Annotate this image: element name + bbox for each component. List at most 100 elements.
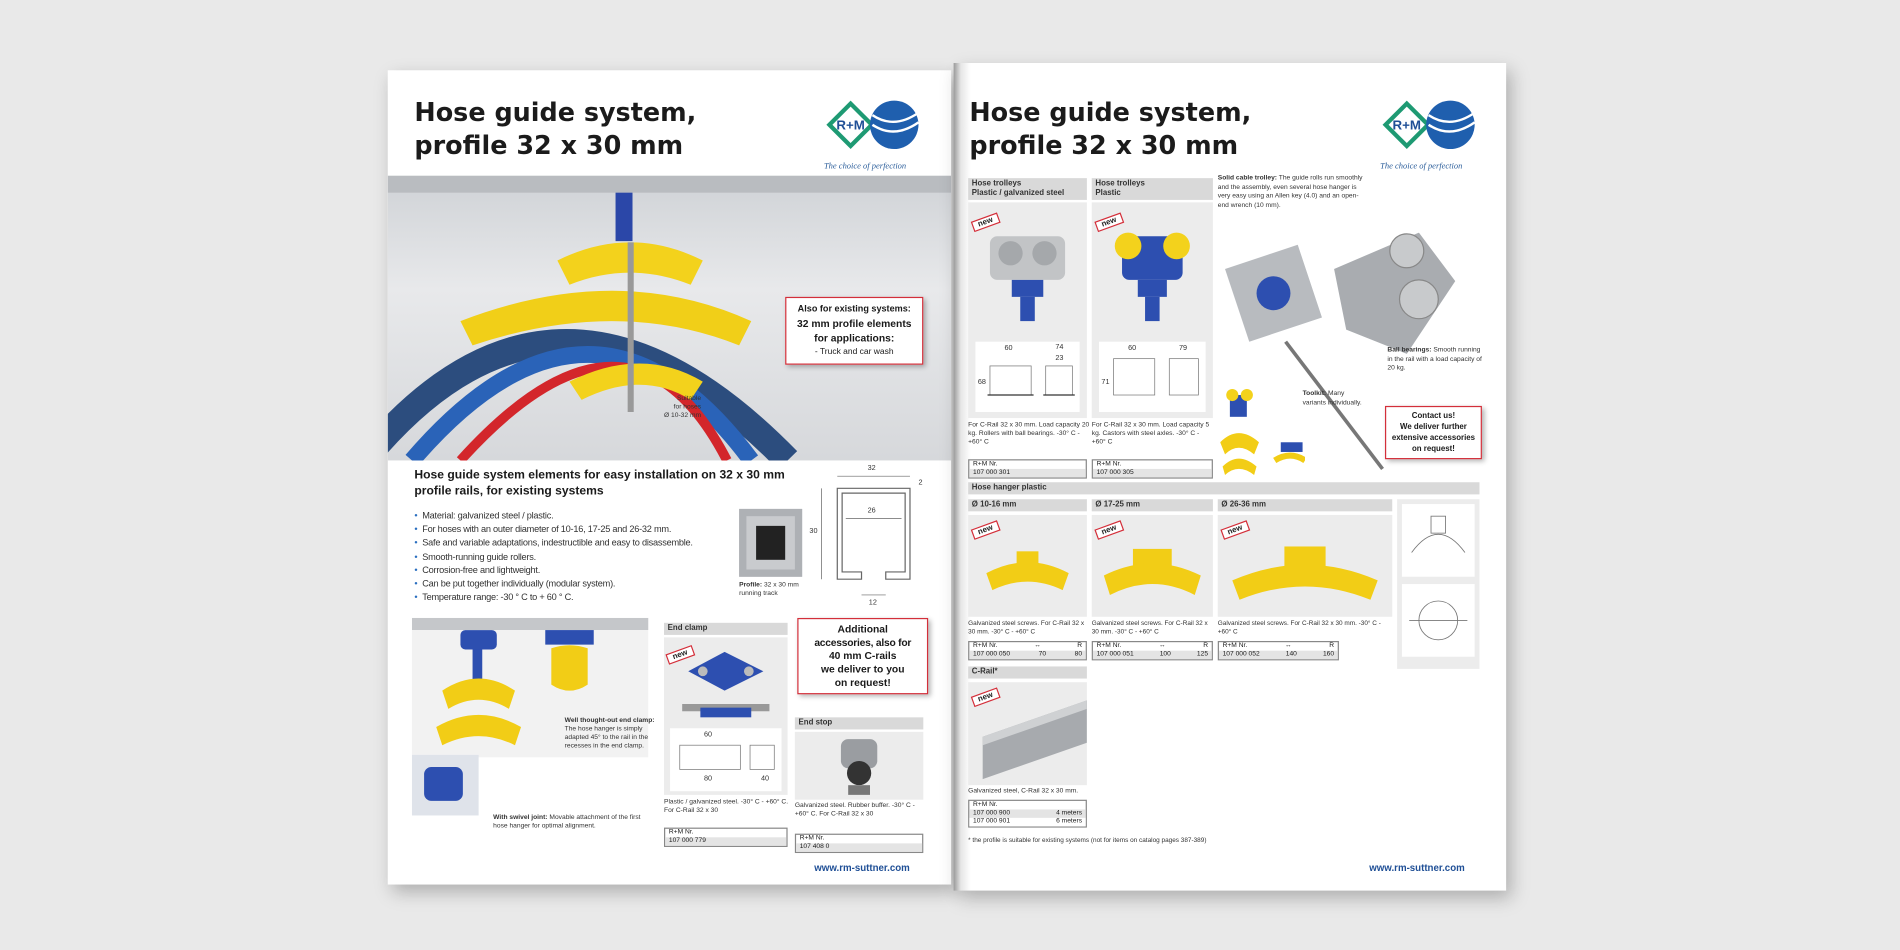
svg-text:R+M: R+M: [836, 118, 864, 133]
dim-width: 32: [867, 465, 876, 473]
header-line: Hose trolleys: [971, 179, 1022, 188]
dim-slot: 12: [868, 599, 877, 608]
hanger-photo: new: [1217, 514, 1393, 617]
feature-item: Safe and variable adaptations, indestruc…: [414, 536, 693, 550]
dim-wall: 2: [918, 479, 923, 488]
header-line: Hose trolleys: [1095, 179, 1145, 188]
nr-label: R+M Nr.: [1096, 642, 1122, 650]
nr-label: R+M Nr.: [972, 800, 998, 809]
title-line-1: Hose guide system,: [969, 98, 1252, 128]
swivel-joint-photo: [411, 754, 479, 816]
end-clamp-drawing: 60 80 40: [670, 728, 782, 792]
caption-line: Ø 10-32 mm: [664, 411, 702, 420]
caption-line: for hoses: [673, 403, 702, 411]
trolley-table: R+M Nr.107 000 301: [968, 459, 1087, 479]
hanger-size-header: Ø 26-36 mm: [1217, 499, 1393, 512]
end-clamp-desc: Plastic / galvanized steel. -30° C - +60…: [664, 798, 789, 815]
width-value: 100: [1159, 650, 1171, 658]
hanger-desc: Galvanized steel screws. For C-Rail 32 x…: [968, 620, 1085, 637]
crail-desc: Galvanized steel, C-Rail 32 x 30 mm.: [968, 787, 1079, 795]
title-line-1: Hose guide system,: [414, 98, 697, 128]
profile-caption: Profile: 32 x 30 mm running track: [739, 582, 806, 599]
page-title: Hose guide system,profile 32 x 30 mm: [969, 97, 1251, 162]
width-col: ↔: [1158, 642, 1166, 650]
radius-value: 80: [1074, 650, 1083, 658]
trolley-table: R+M Nr.107 000 305: [1091, 459, 1213, 479]
note-label: Well thought-out end clamp:: [564, 717, 655, 725]
callout-line: on request!: [834, 676, 891, 689]
radius-value: 125: [1196, 650, 1209, 658]
hanger-assembly-icon: [436, 630, 594, 746]
end-clamp-photo: [411, 617, 649, 758]
callout-line: Contact us!: [1411, 411, 1456, 421]
hanger-photo: new: [1091, 514, 1213, 617]
hose-hanger-icon: [1103, 548, 1201, 595]
callout-line: Additional: [837, 622, 888, 635]
ball-bearings-note: Ball bearings: Smooth running in the rai…: [1387, 347, 1484, 374]
profile-drawing: 32 2 30 26 12: [809, 464, 936, 615]
hanger-size-header: Ø 17-25 mm: [1091, 499, 1213, 512]
dim-label: 40: [760, 775, 770, 783]
solid-trolley-photo-icon: [1225, 232, 1456, 471]
hanger-top-drawing-icon: [1409, 600, 1468, 641]
callout-line: 40 mm C-rails: [828, 649, 897, 662]
callout-line: Also for existing systems:: [797, 302, 911, 314]
end-clamp-box: new 60 80 40: [664, 637, 788, 795]
swivel-note: With swivel joint: Movable attachment of…: [493, 814, 657, 831]
trolley-desc: For C-Rail 32 x 30 mm. Load capacity 20 …: [968, 421, 1090, 446]
nr-value: 107 000 779: [668, 837, 706, 845]
radius-col: R: [1329, 642, 1335, 650]
dim-inner: 26: [867, 507, 876, 515]
feature-item: Temperature range: -30 ° C to + 60 ° C.: [414, 590, 692, 604]
caption-line: Suitable: [676, 395, 702, 403]
profile-cross-section-icon: [821, 475, 911, 596]
toolkit-note: Toolkit: Many variants individually.: [1303, 390, 1370, 408]
footnote: * the profile is suitable for existing s…: [968, 837, 1207, 845]
website-link[interactable]: www.rm-suttner.com: [814, 862, 910, 874]
header-line: Plastic / galvanized steel: [971, 189, 1065, 198]
trolley-desc: For C-Rail 32 x 30 mm. Load capacity 5 k…: [1091, 421, 1210, 446]
logo: R+M The choice of perfection: [1380, 92, 1479, 171]
callout-line: 32 mm profile elements: [796, 317, 912, 330]
trolley-plastic-box: new 60 79 71: [1091, 202, 1213, 419]
hero-photo: [387, 175, 952, 470]
page-title: Hose guide system,profile 32 x 30 mm: [414, 97, 696, 162]
feature-item: Smooth-running guide rollers.: [414, 550, 692, 564]
hanger-drawing: [1397, 499, 1480, 669]
website-link[interactable]: www.rm-suttner.com: [1369, 862, 1465, 874]
length-value: 4 meters: [1056, 809, 1083, 817]
note-text: Movable attachment of the first hose han…: [493, 814, 641, 831]
end-clamp-table: R+M Nr.107 000 779: [664, 827, 788, 847]
callout-line: we deliver to you: [820, 662, 905, 675]
end-stop-header: End stop: [794, 717, 924, 730]
trolley-drawing: 60 74 23 68: [975, 341, 1080, 412]
nr-value: 107 000 900: [972, 809, 1011, 817]
nr-label: R+M Nr.: [668, 828, 694, 837]
dim-label: 60: [1128, 345, 1137, 353]
note-label: Ball bearings:: [1387, 346, 1432, 354]
hanger-front-drawing-icon: [1411, 515, 1466, 553]
nr-value: 107 000 051: [1096, 650, 1134, 658]
hanger-desc: Galvanized steel screws. For C-Rail 32 x…: [1217, 620, 1381, 637]
note-text: The guide rolls run smoothly and the ass…: [1217, 174, 1363, 210]
nr-value: 107 000 301: [972, 468, 1011, 477]
end-stop-table: R+M Nr.107 408 0: [794, 833, 924, 854]
note-label: Solid cable trolley:: [1217, 174, 1278, 182]
end-clamp-note: Well thought-out end clamp: The hose han…: [565, 717, 662, 751]
rm-suttner-logo-icon: R+M: [826, 100, 920, 150]
hanger-photo: new: [968, 514, 1087, 617]
note-text: Smooth running in the rail with a load c…: [1387, 346, 1482, 372]
hose-hanger-icon: [1232, 546, 1378, 600]
hanger-section-header: Hose hanger plastic: [968, 482, 1480, 495]
feature-item: Can be put together individually (modula…: [414, 577, 692, 591]
dim-label: 60: [703, 731, 713, 740]
feature-list: Material: galvanized steel / plastic.For…: [414, 509, 693, 604]
solid-trolley-note: Solid cable trolley: The guide rolls run…: [1218, 174, 1363, 210]
profile-photo: [739, 508, 803, 577]
